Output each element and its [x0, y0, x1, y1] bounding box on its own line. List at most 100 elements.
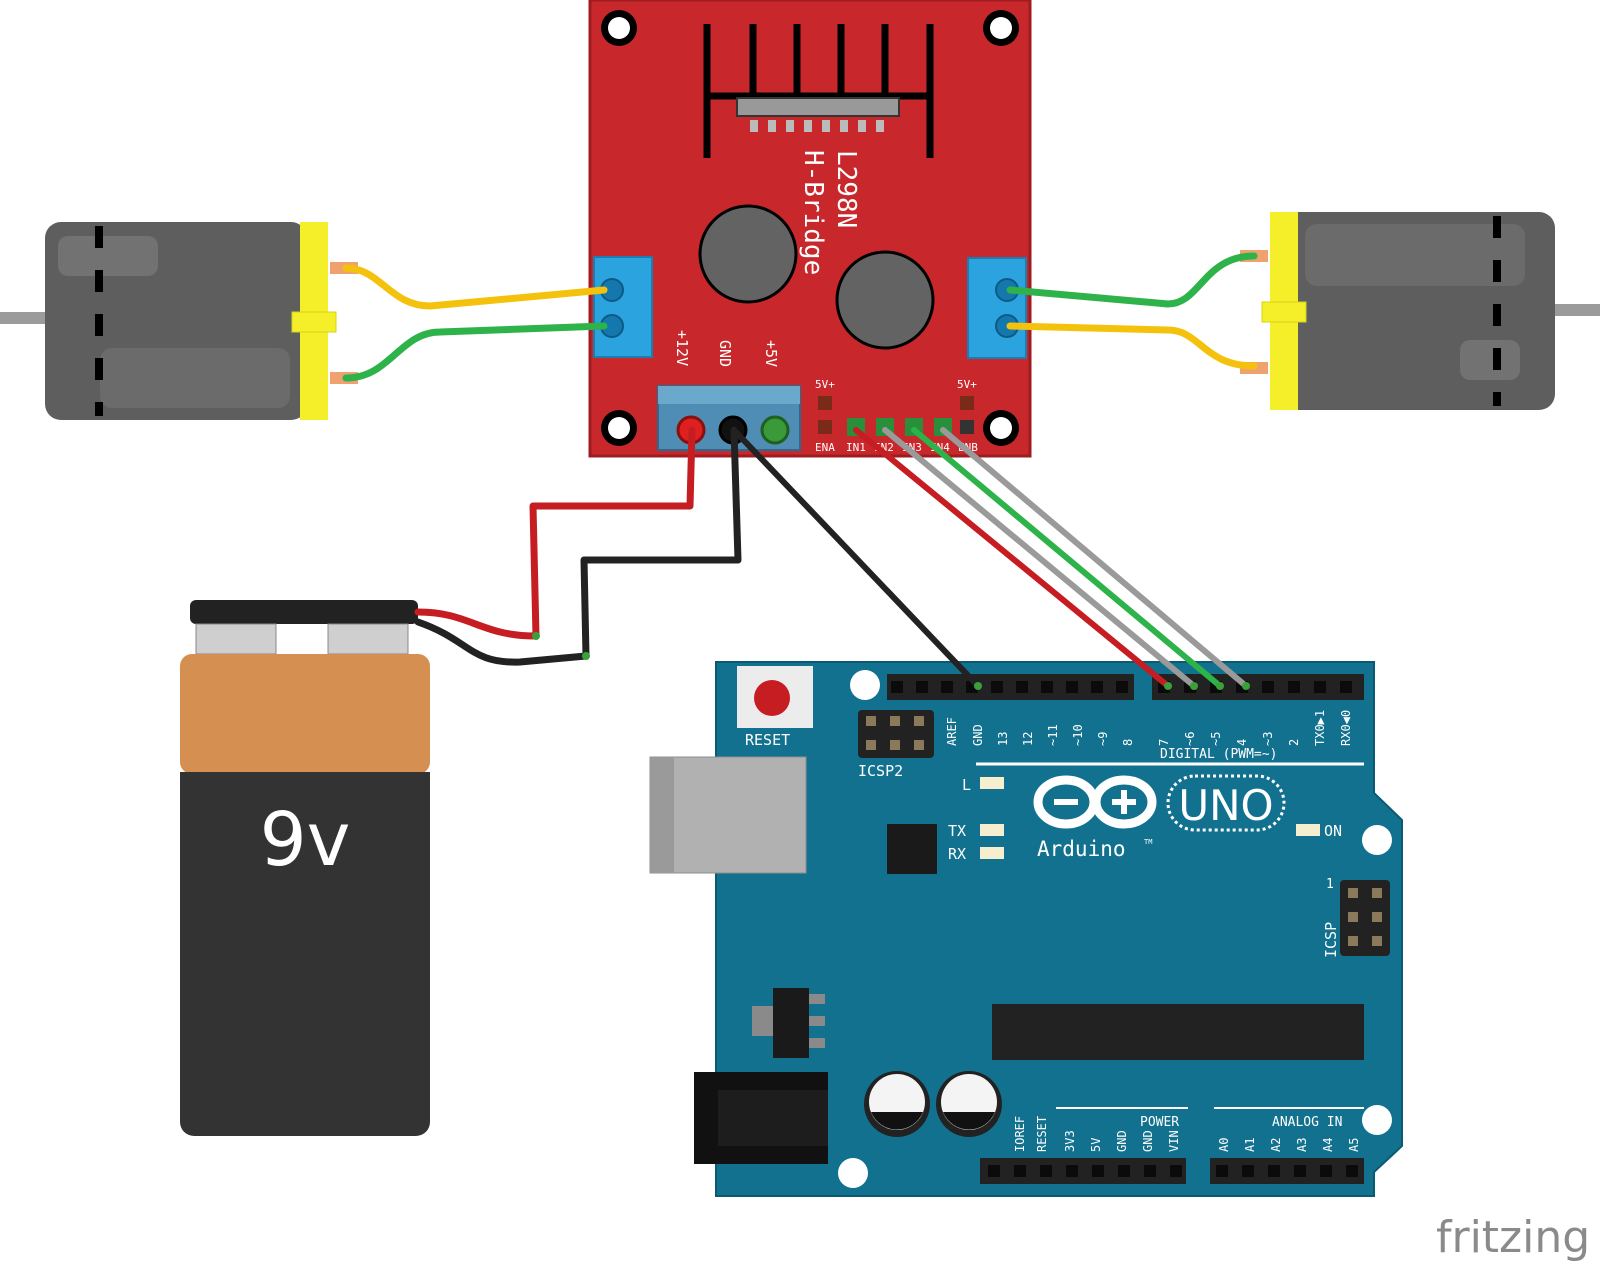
header-socket: [1170, 1165, 1182, 1177]
digital-pin-label: 12: [1021, 732, 1035, 746]
hbridge-subtitle: H-Bridge: [798, 150, 828, 275]
label-plus12v: +12V: [673, 330, 691, 366]
header-socket: [1340, 681, 1352, 693]
power-pin-label: VIN: [1167, 1130, 1181, 1152]
wire-grey-in2: [882, 427, 1197, 689]
icsp-header: [1340, 880, 1390, 956]
wire-red-battery: [414, 426, 696, 640]
hbridge-title: L298N: [831, 150, 861, 228]
header-socket: [891, 681, 903, 693]
digital-pin-label: ~9: [1096, 732, 1110, 746]
wire-green-motor-b: [1006, 252, 1258, 308]
left-motor: [0, 222, 358, 420]
header-socket: [1268, 1165, 1280, 1177]
arduino-tm: TM: [1144, 838, 1152, 846]
header-socket: [916, 681, 928, 693]
analog-pin-label: A5: [1347, 1138, 1361, 1152]
icsp-label: ICSP: [1322, 922, 1340, 958]
digital-pin-label: AREF: [945, 717, 959, 746]
atmega-chip: [992, 1004, 1364, 1060]
digital-pin-label: GND: [971, 724, 985, 746]
digital-pin-label: ~11: [1046, 724, 1060, 746]
digital-pin-label: ~5: [1209, 732, 1223, 746]
header-socket: [1014, 1165, 1026, 1177]
header-socket: [1144, 1165, 1156, 1177]
icsp2-header: [858, 710, 934, 758]
header-socket: [1288, 681, 1300, 693]
wire-green-in3: [911, 427, 1223, 689]
power-pin-label: 5V: [1089, 1138, 1103, 1152]
header-socket: [1116, 681, 1128, 693]
power-pin-label: 3V3: [1063, 1130, 1077, 1152]
analog-pin-label: A3: [1295, 1138, 1309, 1152]
wire-yellow-motor-a: [342, 264, 608, 310]
header-socket: [1216, 1165, 1228, 1177]
arduino-brand: Arduino: [1037, 837, 1126, 861]
led-on: [1296, 824, 1320, 836]
header-socket: [1314, 681, 1326, 693]
right-motor: [1240, 212, 1600, 410]
header-socket: [1016, 681, 1028, 693]
digital-pin-label: 7: [1157, 739, 1171, 746]
analog-pin-label: A1: [1243, 1138, 1257, 1152]
led-on-label: ON: [1324, 822, 1342, 840]
analog-pin-label: A0: [1217, 1138, 1231, 1152]
digital-label: DIGITAL (PWM=~): [1160, 747, 1277, 762]
battery-9v: 9v: [180, 600, 430, 1136]
analog-header-title: ANALOG IN: [1272, 1115, 1342, 1130]
battery-label: 9v: [260, 797, 351, 883]
ena-jumper-label: 5V+: [815, 378, 835, 391]
icsp2-label: ICSP2: [858, 762, 903, 780]
power-header-title: POWER: [1140, 1115, 1179, 1130]
led-tx: [980, 824, 1004, 836]
header-socket: [1066, 1165, 1078, 1177]
power-terminal-block: [657, 385, 801, 451]
header-socket: [991, 681, 1003, 693]
header-socket: [1118, 1165, 1130, 1177]
usb-port: [649, 756, 807, 874]
header-socket: [1041, 681, 1053, 693]
analog-header: [1210, 1158, 1364, 1184]
power-pin-label: GND: [1141, 1130, 1155, 1152]
analog-pin-label: A2: [1269, 1138, 1283, 1152]
arduino-logo-icon: [1033, 775, 1157, 829]
digital-pin-label: 4: [1235, 739, 1249, 746]
pin-label-ena: ENA: [815, 441, 835, 454]
digital-pin-label: 2: [1287, 739, 1301, 746]
header-socket: [1066, 681, 1078, 693]
digital-pin-label: TX0▶1: [1313, 710, 1327, 746]
led-l-label: L: [962, 776, 971, 794]
header-socket: [988, 1165, 1000, 1177]
electrolytic-capacitor: [936, 1071, 1002, 1137]
label-gnd: GND: [716, 340, 734, 367]
header-socket: [1092, 1165, 1104, 1177]
heatsink: [703, 24, 934, 158]
reset-label: RESET: [745, 731, 790, 749]
wires: [342, 252, 1258, 690]
led-rx: [980, 847, 1004, 859]
analog-pin-label: A4: [1321, 1138, 1335, 1152]
wire-red-in1: [853, 427, 1171, 689]
voltage-regulator: [752, 988, 825, 1058]
header-socket: [1040, 1165, 1052, 1177]
motor-b-terminal-block: [967, 257, 1027, 359]
wire-yellow-motor-b: [1006, 322, 1258, 370]
fritzing-watermark: fritzing: [1436, 1212, 1590, 1262]
arduino-model: UNO: [1178, 781, 1273, 830]
header-socket: [1091, 681, 1103, 693]
header-socket: [1346, 1165, 1358, 1177]
header-socket: [1262, 681, 1274, 693]
wire-grey-in4: [940, 427, 1249, 689]
led-l: [980, 777, 1004, 789]
led-rx-label: RX: [948, 845, 966, 863]
digital-pin-label: ~6: [1183, 732, 1197, 746]
electrolytic-capacitor: [864, 1071, 930, 1137]
digital-pin-label: ~10: [1071, 724, 1085, 746]
header-socket: [1320, 1165, 1332, 1177]
reset-button[interactable]: [737, 666, 813, 728]
digital-pin-label: 13: [996, 732, 1010, 746]
power-pin-label: RESET: [1035, 1116, 1049, 1152]
digital-pin-label: ~3: [1261, 732, 1275, 746]
